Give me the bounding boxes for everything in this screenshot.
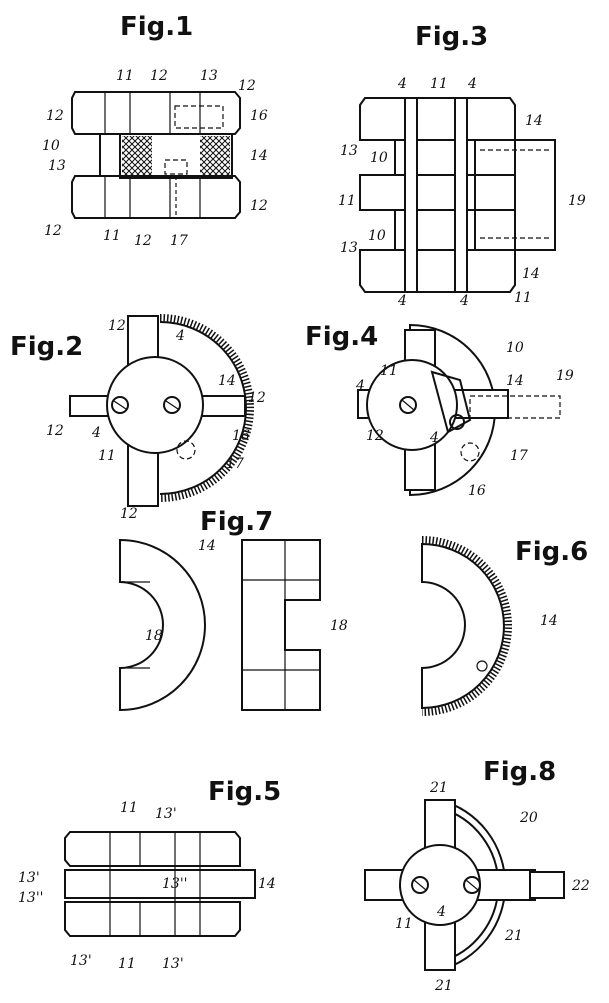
fig8-title: Fig.8 <box>483 757 556 787</box>
figure-7: Fig.7 14 18 18 <box>119 507 348 712</box>
fig7-title: Fig.7 <box>200 507 273 537</box>
figure-6: Fig.6 14 <box>421 536 588 716</box>
fig1-label: 10 <box>42 138 60 154</box>
fig8-label: 4 <box>436 904 446 920</box>
fig4-label: 12 <box>366 428 384 444</box>
fig8-label: 20 <box>519 810 538 826</box>
fig3-label: 11 <box>430 76 448 92</box>
fig2-label: 12 <box>248 390 266 406</box>
fig4-label: 16 <box>468 483 486 499</box>
fig1-label: 13 <box>48 158 66 174</box>
fig6-title: Fig.6 <box>515 537 588 567</box>
fig5-label: 13'' <box>162 876 188 892</box>
fig8-label: 21 <box>429 780 448 796</box>
fig5-label: 13'' <box>18 890 44 906</box>
fig5-label: 13' <box>70 953 92 969</box>
fig3-label: 4 <box>459 293 469 309</box>
fig1-label: 14 <box>250 148 268 164</box>
fig6-label: 14 <box>540 613 558 629</box>
fig7-label: 18 <box>330 618 348 634</box>
fig3-label: 4 <box>467 76 477 92</box>
fig2-label: 4 <box>175 328 185 344</box>
fig7-label: 14 <box>198 538 216 554</box>
fig4-label: 4 <box>429 430 439 446</box>
fig3-label: 11 <box>514 290 532 306</box>
fig4-label: 10 <box>506 340 524 356</box>
fig4-label: 17 <box>510 448 528 464</box>
fig7-label: 18 <box>145 628 163 644</box>
fig3-label: 11 <box>338 193 356 209</box>
fig8-label: 21 <box>504 928 523 944</box>
figure-4: Fig.4 10 11 14 19 4 4 12 17 16 <box>305 322 574 499</box>
fig3-label: 13 <box>340 240 358 256</box>
fig5-label: 11 <box>118 956 136 972</box>
fig4-label: 14 <box>506 373 524 389</box>
fig1-label: 12 <box>44 223 62 239</box>
fig4-title: Fig.4 <box>305 322 378 352</box>
fig1-label: 17 <box>170 233 188 249</box>
fig1-label: 12 <box>250 198 268 214</box>
fig1-label: 13 <box>200 68 218 84</box>
fig3-title: Fig.3 <box>415 22 488 52</box>
fig5-label: 13' <box>162 956 184 972</box>
fig5-label: 14 <box>258 876 276 892</box>
fig2-label: 12 <box>108 318 126 334</box>
fig1-label: 16 <box>250 108 268 124</box>
fig5-label: 13' <box>155 806 177 822</box>
fig8-label: 11 <box>395 916 413 932</box>
fig4-label: 4 <box>355 378 365 394</box>
fig3-label: 19 <box>568 193 586 209</box>
fig2-label: 12 <box>46 423 64 439</box>
fig3-label: 14 <box>525 113 543 129</box>
fig2-label: 16 <box>232 428 250 444</box>
fig8-label: 22 <box>571 878 590 894</box>
figure-2: Fig.2 12 4 14 12 12 4 11 16 17 12 <box>10 314 266 522</box>
fig5-label: 13' <box>18 870 40 886</box>
fig3-label: 10 <box>370 150 388 166</box>
fig3-label: 4 <box>397 76 407 92</box>
figure-3: Fig.3 4 11 4 14 13 10 11 19 10 13 4 4 14… <box>338 22 586 309</box>
fig8-label: 21 <box>434 978 453 994</box>
fig3-label: 14 <box>522 266 540 282</box>
fig2-title: Fig.2 <box>10 332 83 362</box>
fig1-label: 12 <box>238 78 256 94</box>
fig1-label: 12 <box>46 108 64 124</box>
fig1-label: 12 <box>150 68 168 84</box>
fig2-label: 4 <box>91 425 101 441</box>
fig5-label: 11 <box>120 800 138 816</box>
fig3-label: 13 <box>340 143 358 159</box>
fig4-label: 19 <box>556 368 574 384</box>
fig2-label: 12 <box>120 506 138 522</box>
fig2-label: 11 <box>98 448 116 464</box>
fig3-label: 10 <box>368 228 386 244</box>
fig1-label: 11 <box>116 68 134 84</box>
figure-8: Fig.8 21 20 22 4 11 21 21 <box>364 757 590 994</box>
fig5-title: Fig.5 <box>208 777 281 807</box>
fig2-label: 14 <box>218 373 236 389</box>
fig4-label: 11 <box>380 363 398 379</box>
figure-5: Fig.5 11 13' 13' 13'' 13'' 14 13' 11 13' <box>18 777 281 972</box>
fig1-label: 12 <box>134 233 152 249</box>
fig1-label: 11 <box>103 228 121 244</box>
fig1-title: Fig.1 <box>120 12 193 42</box>
fig3-label: 4 <box>397 293 407 309</box>
fig2-label: 17 <box>226 456 244 472</box>
figure-1: Fig.1 11 12 12 13 12 16 10 14 13 12 11 1… <box>42 12 268 249</box>
